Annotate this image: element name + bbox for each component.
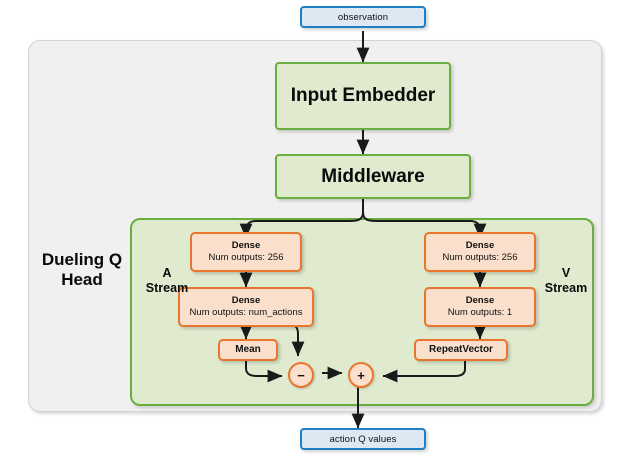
label-a-stream: A Stream <box>141 266 193 296</box>
node-v-dense-1-title: Dense <box>465 295 495 307</box>
operator-add-symbol: + <box>357 367 365 383</box>
node-a-dense-256-subtitle: Num outputs: 256 <box>208 252 284 263</box>
label-v-stream: V Stream <box>540 266 592 296</box>
node-v-dense-256-title: Dense <box>465 240 495 252</box>
node-repeat-vector-label: RepeatVector <box>429 343 493 355</box>
node-v-dense-1[interactable]: Dense Num outputs: 1 <box>424 287 536 327</box>
node-repeat-vector[interactable]: RepeatVector <box>414 339 508 361</box>
label-v-stream-line2: Stream <box>544 280 588 295</box>
node-middleware-label: Middleware <box>321 165 425 187</box>
label-dueling-q-head-text: Dueling Q Head <box>41 250 123 290</box>
node-v-dense-256-subtitle: Num outputs: 256 <box>442 252 518 263</box>
node-action-q-values-label: action Q values <box>329 433 397 445</box>
node-a-dense-num-actions[interactable]: Dense Num outputs: num_actions <box>178 287 314 327</box>
node-a-dense-256-title: Dense <box>231 240 261 252</box>
node-input-embedder-label: Input Embedder <box>290 85 436 106</box>
node-a-dense-num-actions-subtitle: Num outputs: num_actions <box>189 307 303 318</box>
node-observation-label: observation <box>337 11 389 23</box>
node-a-dense-256[interactable]: Dense Num outputs: 256 <box>190 232 302 272</box>
label-a-stream-line2: Stream <box>145 280 189 295</box>
node-mean[interactable]: Mean <box>218 339 278 361</box>
node-mean-label: Mean <box>235 343 261 355</box>
operator-add[interactable]: + <box>348 362 374 388</box>
node-a-dense-num-actions-title: Dense <box>231 295 261 307</box>
node-v-dense-256[interactable]: Dense Num outputs: 256 <box>424 232 536 272</box>
operator-subtract-symbol: − <box>297 367 305 383</box>
node-middleware[interactable]: Middleware <box>275 154 471 199</box>
node-action-q-values[interactable]: action Q values <box>300 428 426 450</box>
operator-subtract[interactable]: − <box>288 362 314 388</box>
label-a-stream-line1: A <box>162 266 172 280</box>
node-v-dense-1-subtitle: Num outputs: 1 <box>447 307 513 318</box>
label-v-stream-line1: V <box>561 266 571 280</box>
label-dueling-q-head: Dueling Q Head <box>34 250 130 290</box>
node-observation[interactable]: observation <box>300 6 426 28</box>
node-input-embedder[interactable]: Input Embedder <box>275 62 451 130</box>
